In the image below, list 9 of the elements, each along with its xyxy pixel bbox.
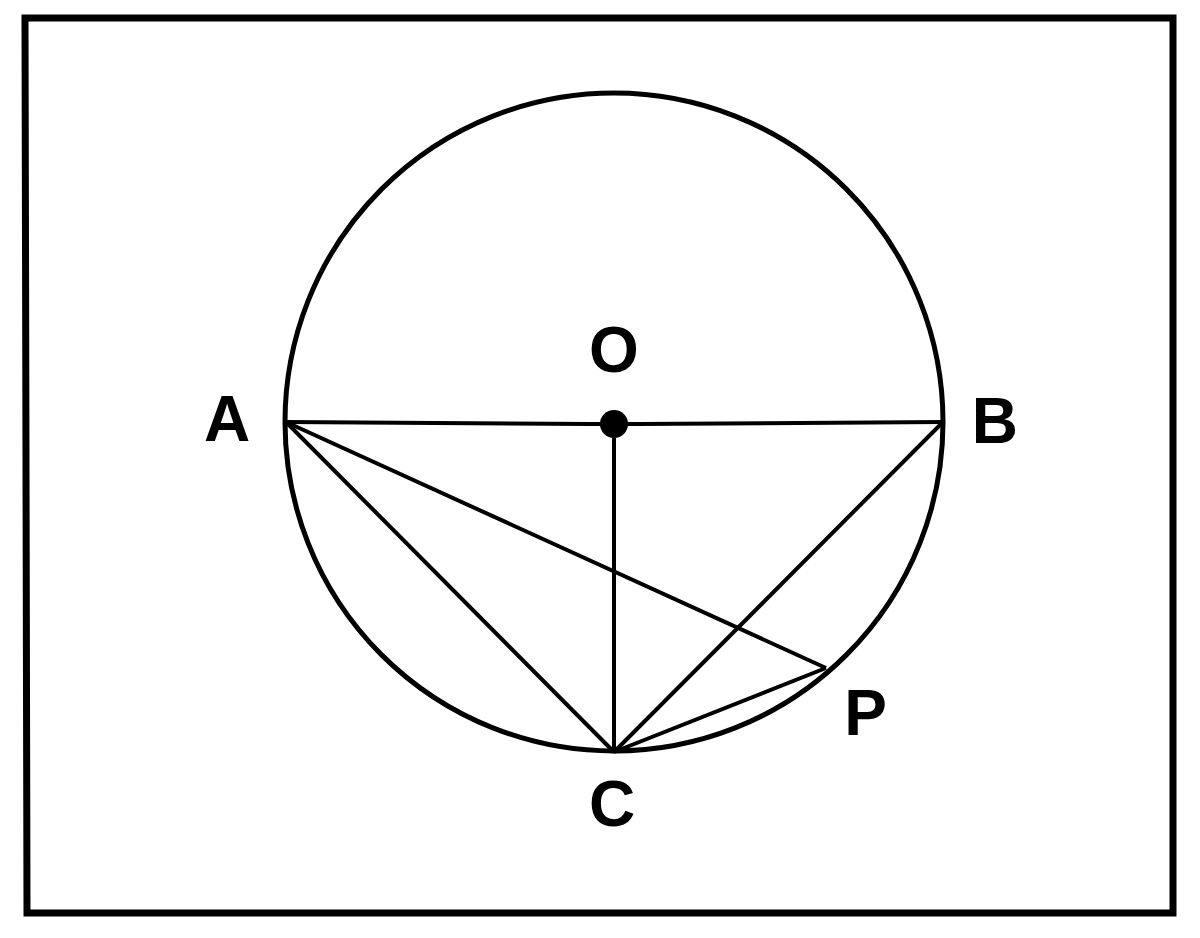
line-segment: [286, 420, 590, 426]
point-label: O: [589, 318, 639, 382]
point-label: C: [588, 772, 636, 836]
point-label: A: [204, 387, 251, 451]
line-segment: [613, 666, 827, 754]
line-segment: [612, 438, 616, 752]
point-label: P: [844, 681, 887, 745]
point-label: B: [971, 389, 1018, 453]
line-segment: [638, 420, 943, 426]
